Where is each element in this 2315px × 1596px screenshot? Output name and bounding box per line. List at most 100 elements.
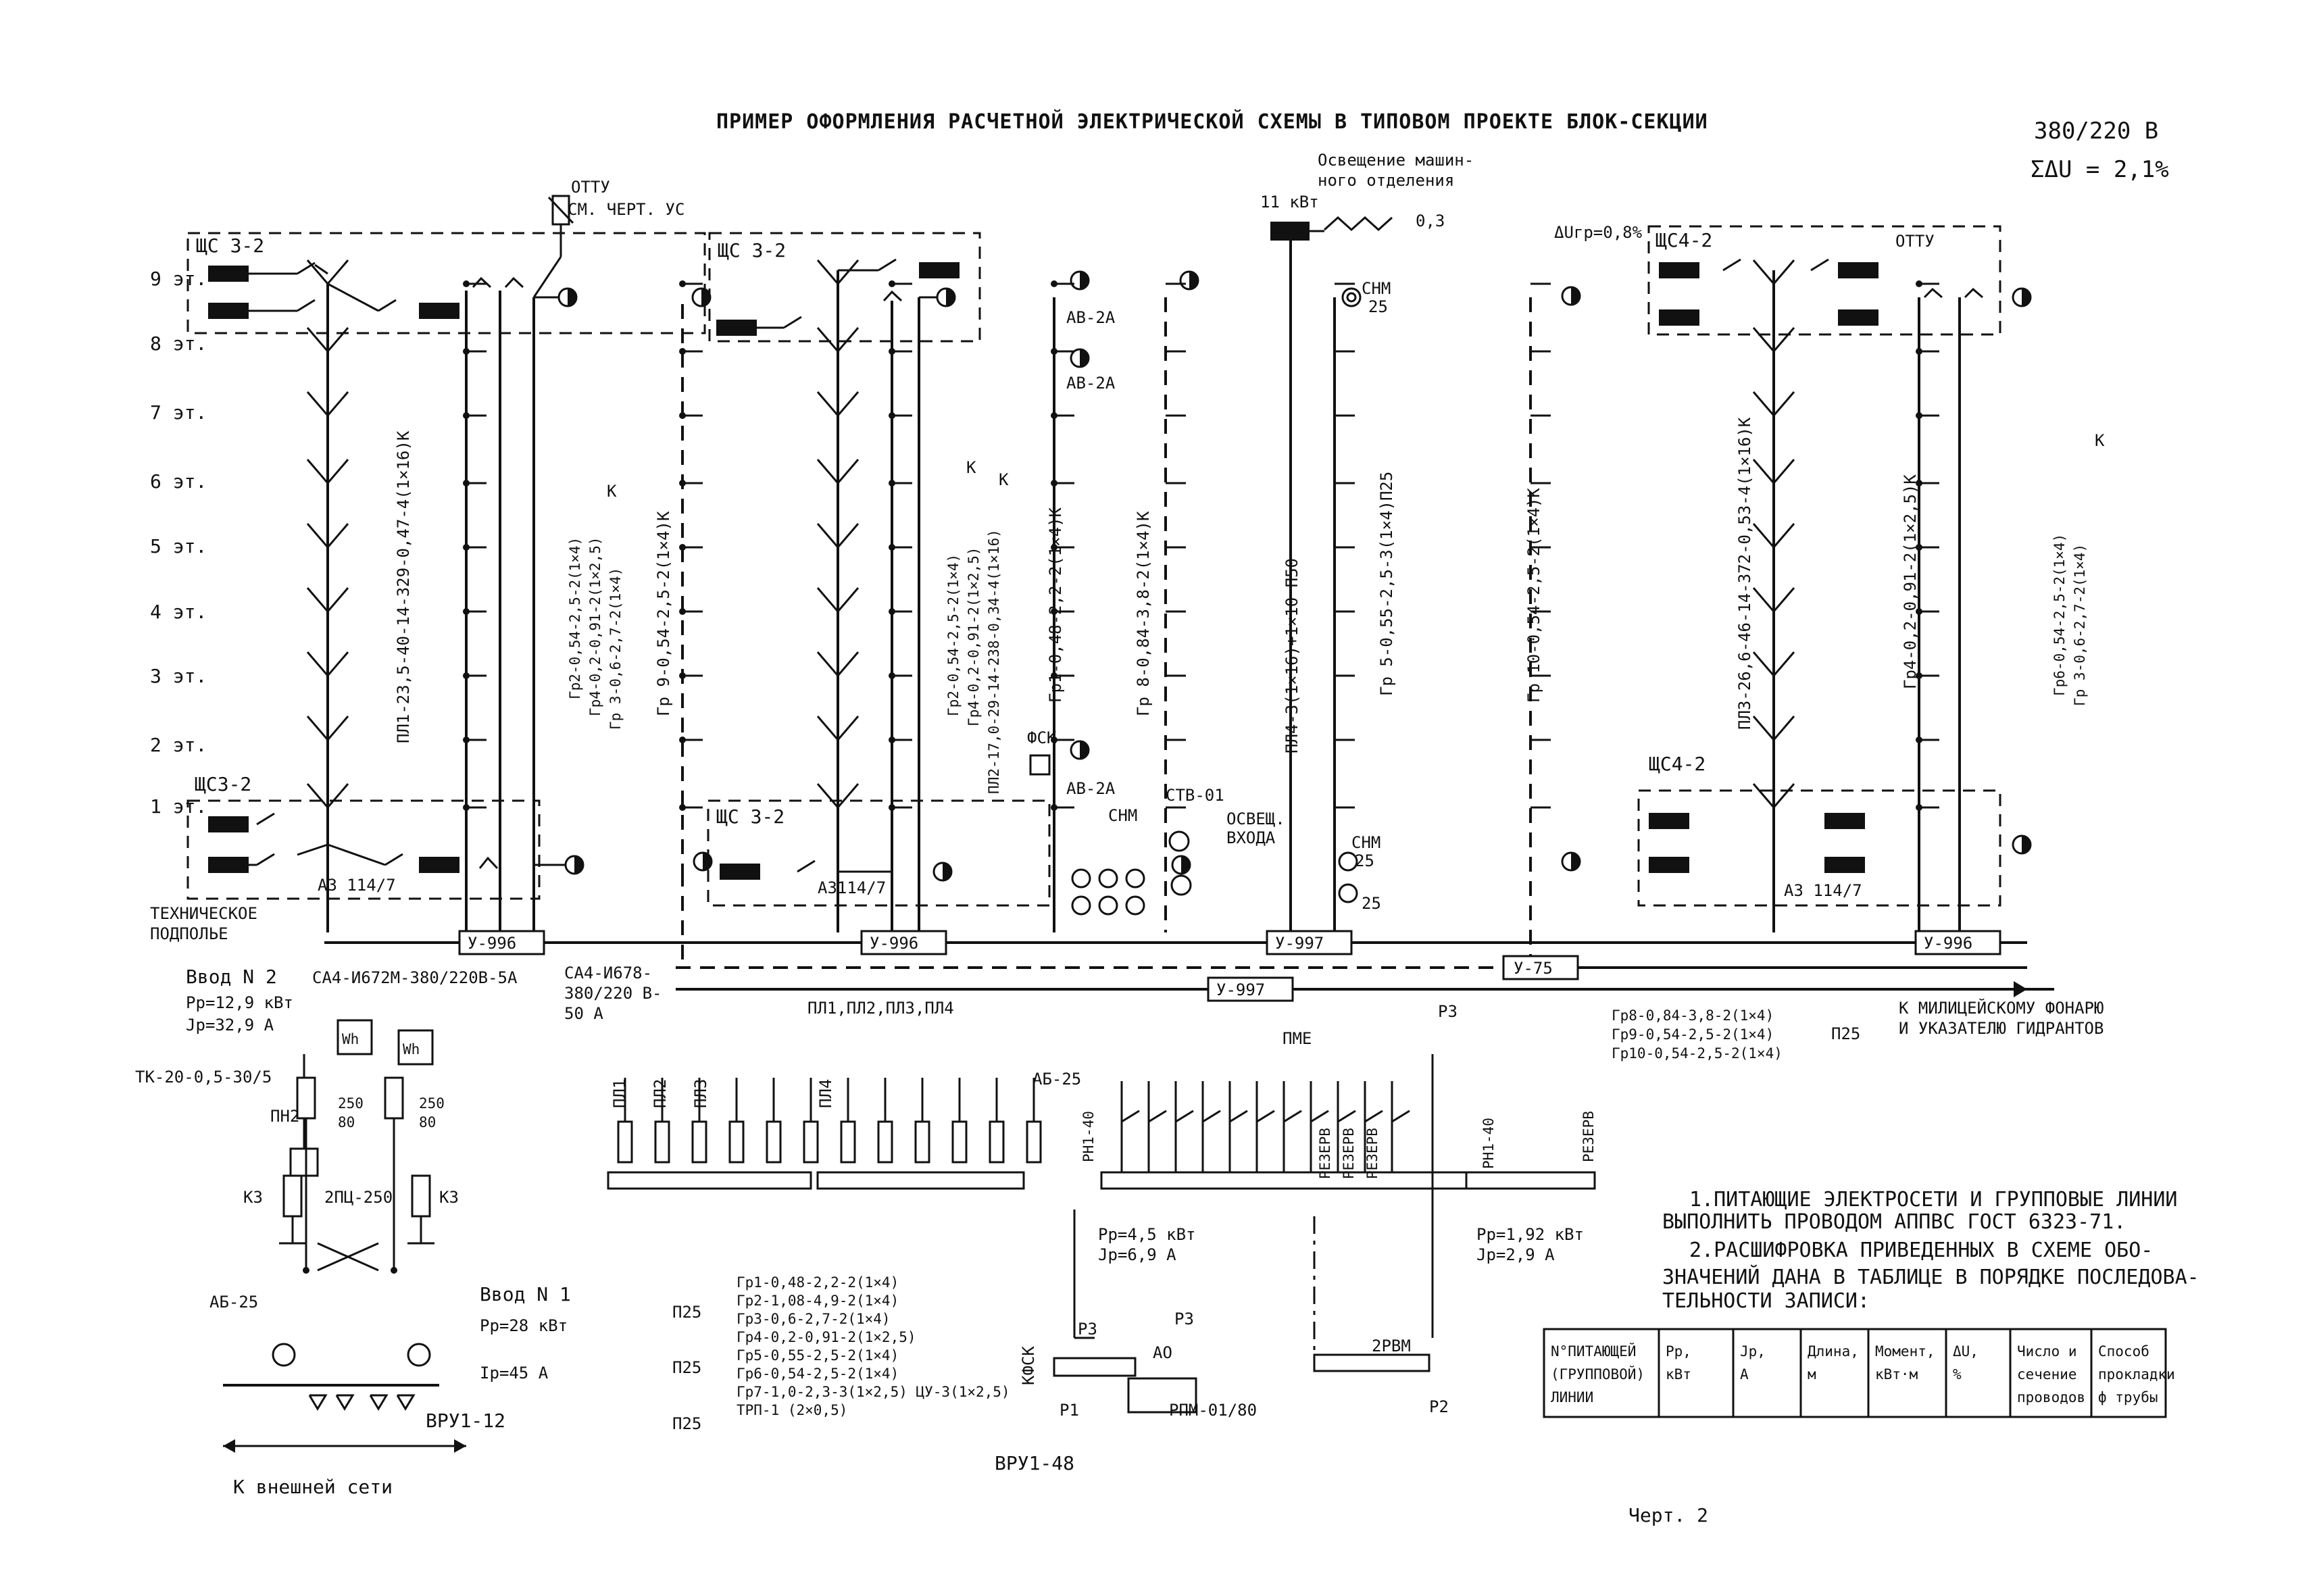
k3-right: К3 [439,1188,459,1207]
riser-pl2-junction [816,259,860,286]
riser-pl3-junction [1752,523,1795,549]
stv-label: СТВ-01 [1166,786,1224,805]
group-switch [1391,1109,1410,1123]
riser-label-gr4c: Гр4-0,2-0,91-2(1×2,5)К [1901,474,1920,689]
diagram-title: ПРИМЕР ОФОРМЛЕНИЯ РАСЧЕТНОЙ ЭЛЕКТРИЧЕСКО… [716,109,1708,134]
legend-header-cell: кВт [1666,1366,1691,1382]
riser-pl3-junction [1752,716,1795,742]
fsk-label: ФСК [1027,728,1057,747]
tap-node [1916,672,1922,679]
panel-label-shs32-bottom-mid: ЩС 3-2 [716,805,785,828]
vvod1-current: Iр=45 А [480,1364,549,1382]
lamp-60-mid-top-fill [946,289,955,306]
panel-label-shs32-top-left: ЩС 3-2 [196,234,264,257]
dist-panel-2 [816,1171,1025,1190]
tap-node [889,737,895,743]
lamp-gr10-top-fill [1571,287,1580,305]
vvod2-label: Ввод N 2 [186,966,277,988]
tap-node [679,737,686,743]
breaker-top-right-1 [1659,262,1699,278]
lamp-60-top-left-fill [568,289,576,306]
rpm-box [1127,1377,1197,1414]
gr-right-3: Гр10-0,54-2,5-2(1×4) [1612,1045,1783,1062]
dist-panel-3 [1100,1171,1501,1190]
riser-label-gr5: Гр 5-0,55-2,5-3(1×4)П25 [1377,472,1396,696]
vru48-label: ВРУ1-48 [995,1452,1074,1474]
riser-label-gr4b: Гр4-0,2-0,91-2(1×2,5) [966,547,982,726]
tap-node [889,412,895,419]
tap-node [679,608,686,615]
meter-wh-1 [337,1019,373,1055]
tap-node [1916,608,1922,615]
bus-u997-b [1207,976,1294,1002]
riser-label-pl1: ПЛ1-23,5-40-14-329-0,47-4(1×16)К [394,430,413,743]
riser-label-gr6: Гр6-0,54-2,5-2(1×4) [2051,534,2068,696]
feeder-pl3: ПЛ3 [691,1079,710,1108]
tap-node [679,412,686,419]
snm-top-value: 25 [1368,297,1388,316]
tap-node [463,348,470,355]
bus-u997-a [1266,930,1353,955]
reserve-2: РЕЗЕРВ [1341,1128,1357,1179]
tap-node [1051,672,1057,679]
breaker-top-right-3 [1838,262,1878,278]
ground-right [407,1216,434,1245]
group-switch [1256,1109,1275,1123]
group-switch [1364,1109,1383,1123]
terminal-r1 [1053,1357,1137,1377]
panel-a3-right: А3 114/7 [1784,881,1862,900]
riser-k-mid2: К [999,470,1009,489]
ab2a-label-3: АВ-2А [1066,779,1116,798]
panel-box-shs32-bottom-mid [707,799,1051,907]
tap-node [889,480,895,487]
group-switch [1283,1109,1302,1123]
fuse-dist [989,1120,1005,1164]
lamp-gr10-bot-fill [1571,853,1580,870]
dist-panel-1 [607,1171,812,1190]
lamp-cluster [1125,895,1145,916]
bus-u997-a-label: У-997 [1275,934,1324,953]
meter-ca4-2a: СА4-И678- [564,964,652,982]
riser-pl2-junction [816,716,860,742]
vvod2-power: Рр=12,9 кВт [186,993,293,1012]
mach-room-block [1270,222,1310,241]
load-02-mid [882,290,903,302]
breaker-top-left-2 [208,303,249,319]
legend-header-cell: Способ [2098,1343,2149,1360]
ottu-left-ref: СМ. ЧЕРТ. УС [568,200,684,219]
fuse-250-b [384,1076,404,1120]
tap-node [463,737,470,743]
tap-node [1051,348,1057,355]
ab25b-label: АБ-25 [1032,1070,1081,1089]
reserve-1: РЕЗЕРВ [1317,1128,1333,1179]
militia-1: К МИЛИЦЕЙСКОМУ ФОНАРЮ [1899,998,2104,1018]
riser-labels: ПЛ1-23,5-40-14-329-0,47-4(1×16)К Гр2-0,5… [394,417,2105,794]
switch-bot-left-3 [384,853,403,866]
tap-node [889,280,895,287]
note-2c: ТЕЛЬНОСТИ ЗАПИСИ: [1662,1289,1870,1313]
gr-list-8: ТРП-1 (2×0,5) [737,1402,847,1418]
lamp-cluster [1125,868,1145,889]
p25-list-3: П25 [672,1414,701,1433]
meter-wh-2 [397,1029,434,1066]
tap-node [889,544,895,551]
vvod1-power: Рр=28 кВт [480,1316,568,1335]
gr-right-1: Гр8-0,84-3,8-2(1×4) [1612,1007,1774,1024]
riser-pl1-junction [306,783,349,809]
panel-box-shs32-top-left [186,232,706,334]
du-group-label: ΔUгр=0,8% [1554,223,1643,242]
pme-label: ПМЕ [1283,1029,1312,1048]
breaker-bot-right-2 [1649,857,1689,873]
riser-k-left: К [607,482,617,501]
p25-list-2: П25 [672,1358,701,1377]
lamp-60-right-top-fill [2022,289,2031,306]
pc250-label: 2ПЦ-250 [324,1188,393,1207]
legend-header-cell: ЛИНИИ [1551,1389,1593,1405]
ottu-left-wire [532,256,562,298]
riser-pl2-junction [816,783,860,809]
tap-node [1051,544,1057,551]
tap-node [889,348,895,355]
fuse-dist [914,1120,930,1164]
